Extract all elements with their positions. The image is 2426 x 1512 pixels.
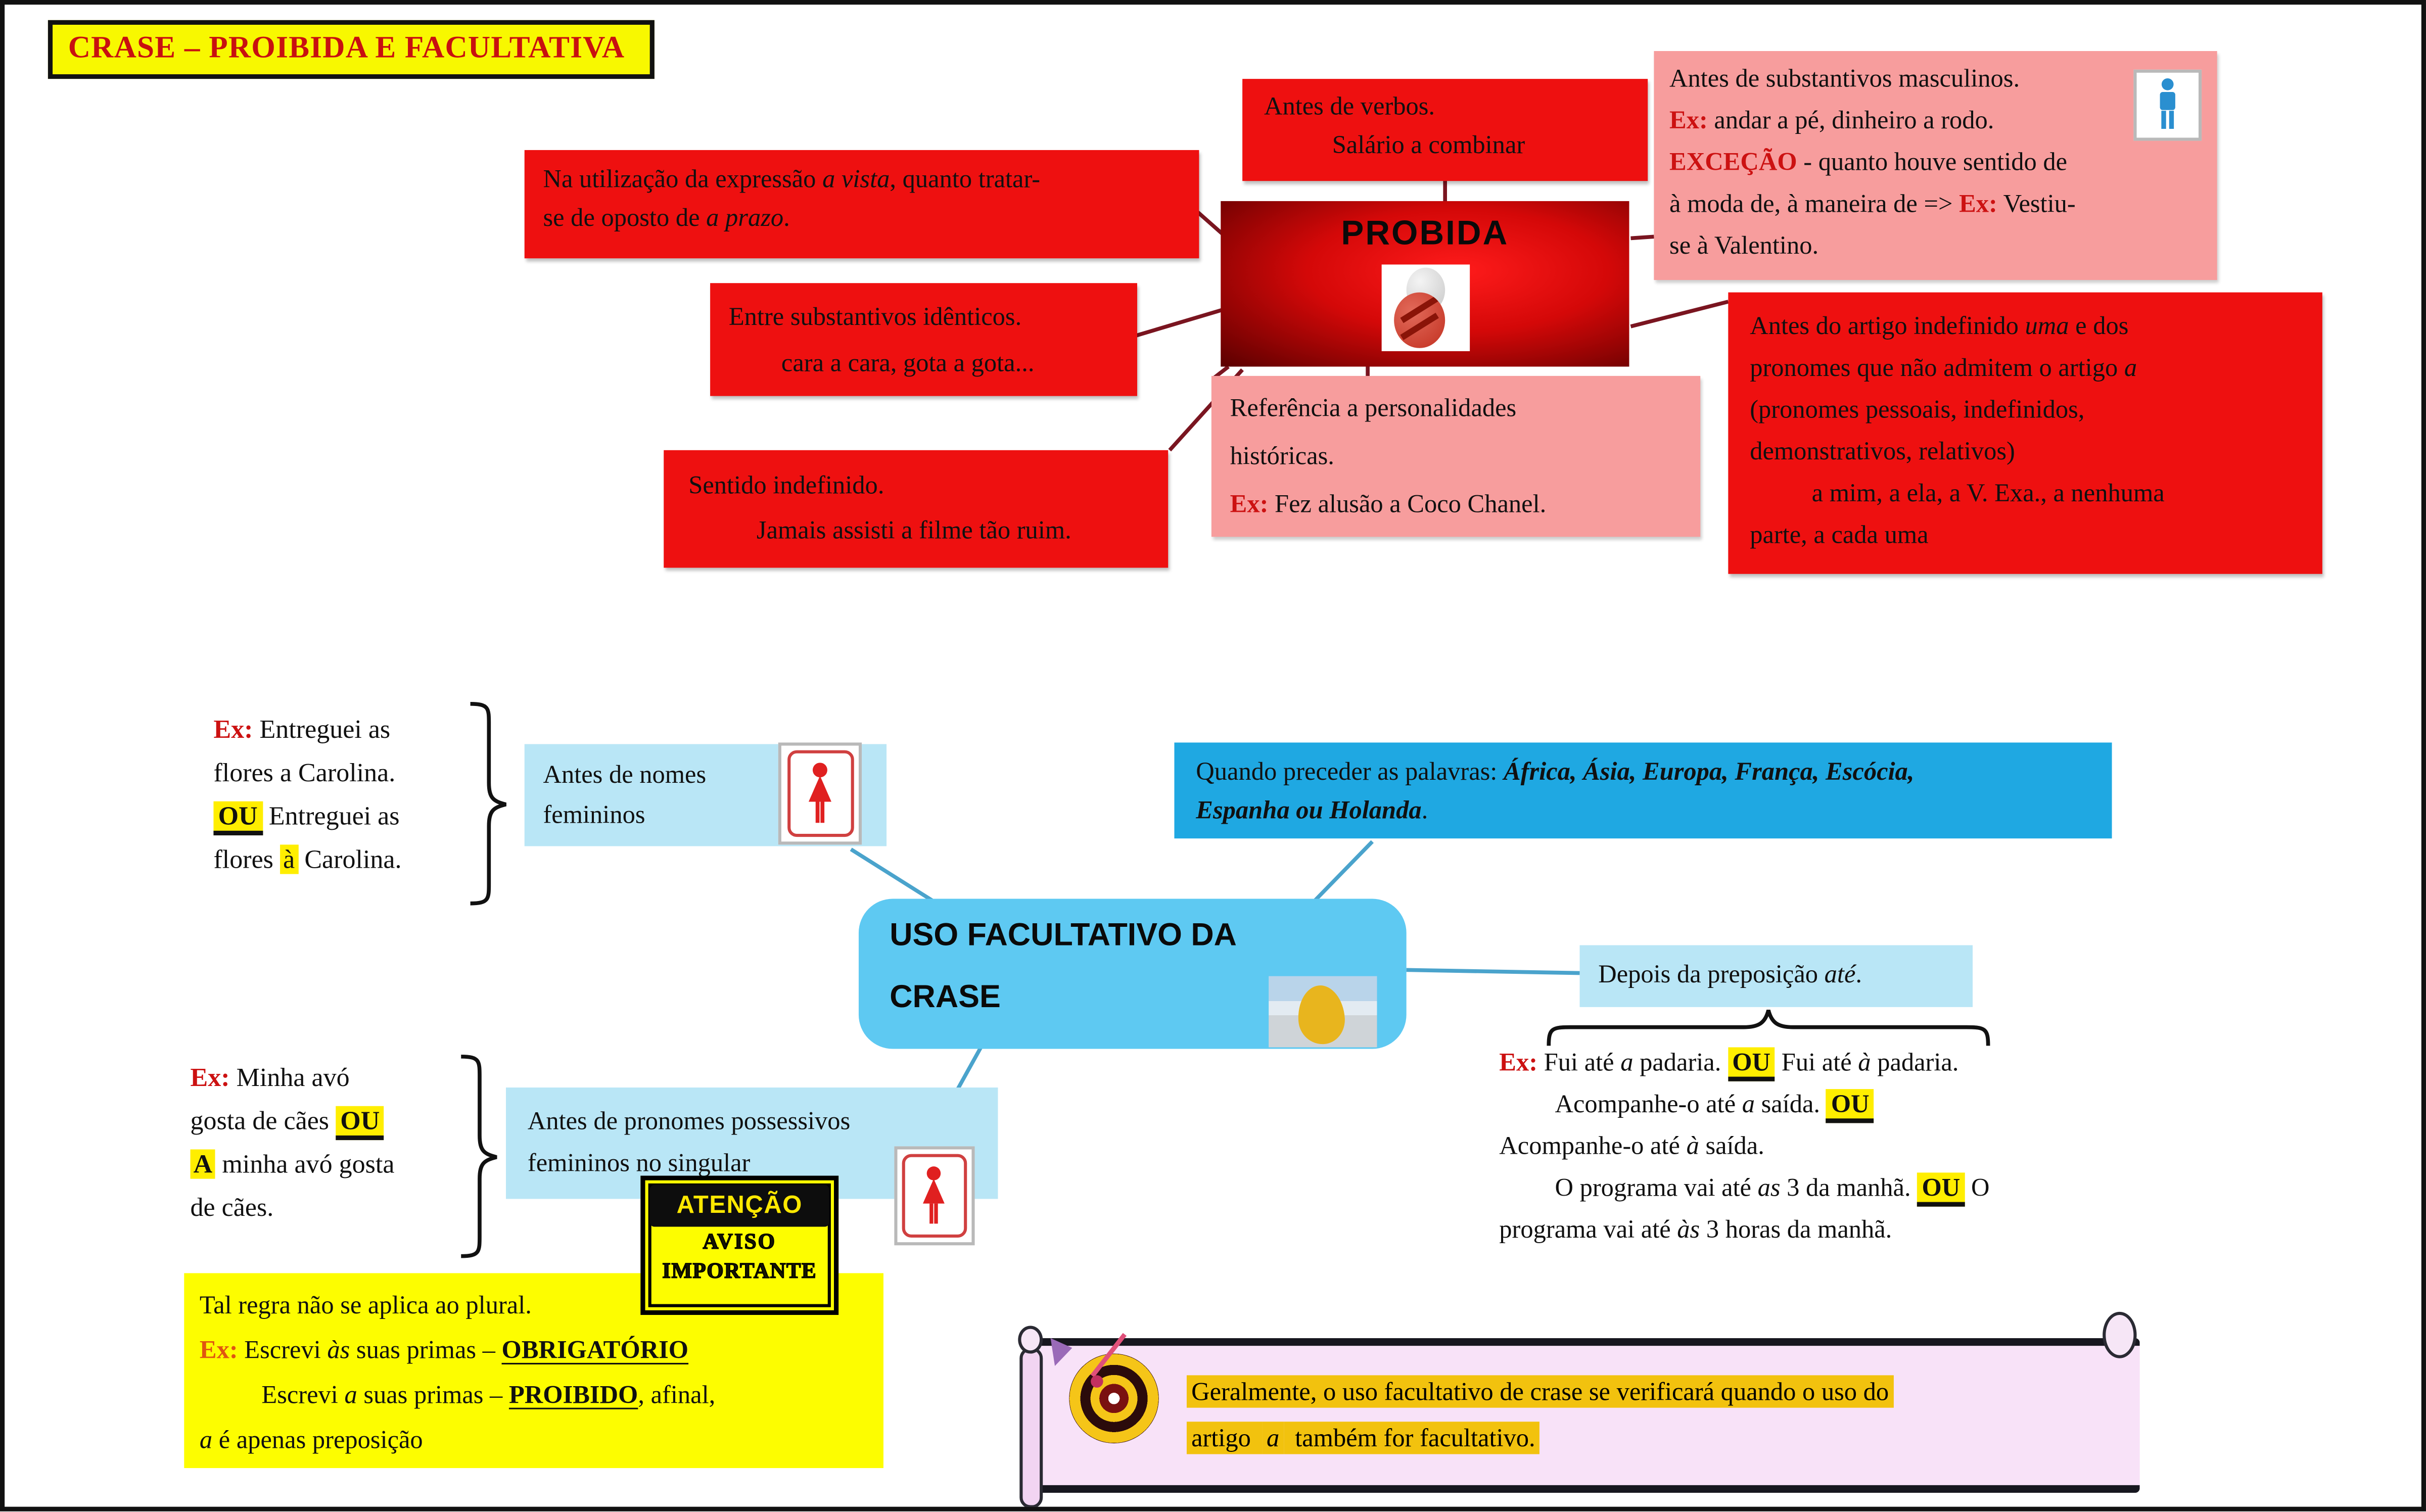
- no-sign-icon: [1381, 264, 1470, 351]
- node-uso-facultativo-label-2: CRASE: [890, 979, 1001, 1015]
- page-title: CRASE – PROIBIDA E FACULTATIVA: [48, 20, 655, 79]
- rule-box-plural: Tal regra não se aplica ao plural. Ex: E…: [184, 1273, 883, 1469]
- rule-box-substantivos-masculinos: Antes de substantivos masculinos. Ex: an…: [1654, 51, 2217, 280]
- female-restroom-icon-2: [894, 1146, 975, 1246]
- rule-box-antes-de-verbos: Antes de verbos. Salário a combinar: [1242, 79, 1648, 181]
- rule-box-preposicao-ate: Depois da preposição até.: [1579, 945, 1973, 1007]
- example-avo: Ex: Minha avó gosta de cães OU A minha a…: [190, 1063, 395, 1222]
- rule-box-substantivos-identicos: Entre substantivos idênticos. cara a car…: [710, 283, 1137, 396]
- rule-box-artigo-indefinido: Antes do artigo indefinido uma e dos pro…: [1728, 292, 2322, 574]
- target-dart-icon: [1050, 1333, 1159, 1444]
- over-brace: [1547, 1009, 1990, 1046]
- warning-sign-line-2: IMPORTANTE: [662, 1260, 817, 1285]
- scroll-right-curl: [2103, 1311, 2137, 1358]
- rule-box-personalidades-historicas: Referência a personalidades históricas. …: [1211, 375, 1701, 537]
- rule-box-a-vista: Na utilização da expressão a vista, quan…: [524, 150, 1199, 259]
- example-carolina: Ex: Entreguei as flores a Carolina. OU E…: [213, 715, 402, 874]
- scroll-text-line-2: artigo a também for facultativo.: [1186, 1422, 1540, 1454]
- example-ate: Ex: Fui até a padaria. OU Fui até à pada…: [1499, 1047, 1990, 1244]
- node-proibida-label: PROBIDA: [1341, 213, 1509, 252]
- node-uso-facultativo: USO FACULTATIVO DA CRASE: [858, 899, 1407, 1049]
- warning-sign-title: ATENÇÃO: [649, 1185, 829, 1227]
- warning-sign: ATENÇÃO AVISO IMPORTANTE: [640, 1175, 839, 1315]
- scroll-text-line-1: Geralmente, o uso facultativo de crase s…: [1186, 1375, 1894, 1408]
- female-restroom-icon-1: [778, 742, 862, 845]
- node-proibida: PROBIDA: [1221, 201, 1629, 367]
- scroll-left-curl: [1019, 1347, 1043, 1507]
- rule-box-paises: Quando preceder as palavras: África, Ási…: [1174, 742, 2112, 839]
- warning-sign-line-1: AVISO: [703, 1231, 777, 1255]
- scroll-banner: [1038, 1338, 2140, 1493]
- duck-photo: [1269, 976, 1377, 1048]
- male-restroom-icon: [2133, 69, 2202, 141]
- rule-box-sentido-indefinido: Sentido indefinido. Jamais assisti a fil…: [664, 450, 1169, 568]
- node-uso-facultativo-label-1: USO FACULTATIVO DA: [890, 917, 1237, 953]
